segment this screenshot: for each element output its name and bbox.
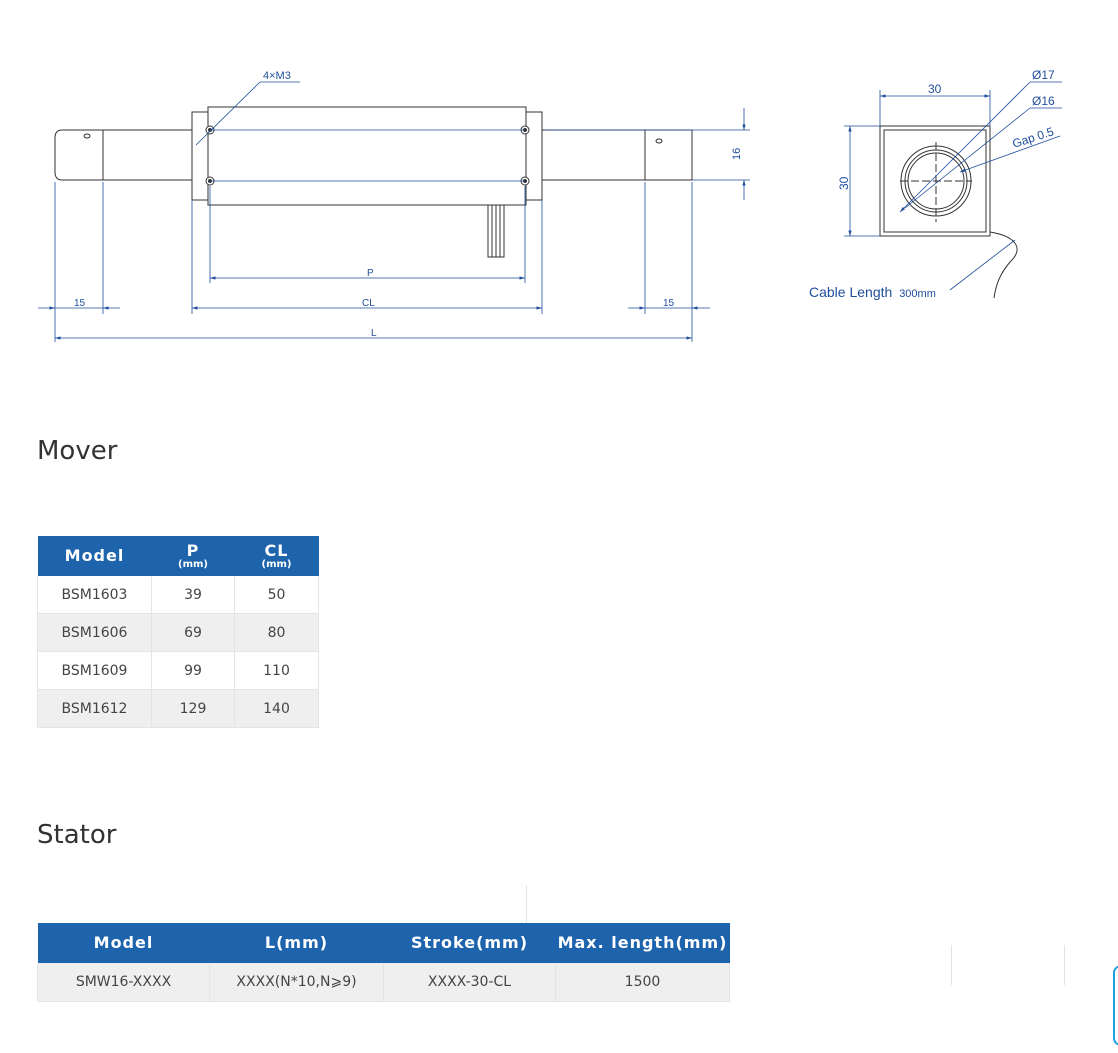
front-view-dimensions [844, 81, 1062, 291]
mover-cell-model: BSM1603 [37, 576, 152, 614]
table-row: BSM1609 99 110 [37, 651, 319, 690]
mover-cell-cl: 140 [234, 689, 319, 728]
mover-col-cl: CL(mm) [234, 536, 319, 576]
dia-17-label: Ø17 [1032, 68, 1055, 82]
height-16-label: 16 [731, 148, 743, 160]
stator-table: Model L(mm) Stroke(mm) Max. length(mm) S… [37, 923, 730, 1002]
mover-col-cl-label: CL [264, 540, 289, 560]
side-widget-tab[interactable] [1113, 965, 1118, 1046]
table-row: BSM1606 69 80 [37, 613, 319, 652]
dimension-drawing: 4×M3 16 P CL L 15 15 30 30 Ø17 Ø16 [38, 68, 1062, 342]
stator-header-row: Model L(mm) Stroke(mm) Max. length(mm) [37, 923, 730, 963]
mover-cell-p: 39 [151, 576, 235, 614]
cable-length-value: 300mm [899, 288, 936, 300]
stator-title: Stator [37, 820, 117, 850]
end-left-label: 15 [74, 298, 86, 309]
cable-length-text: Cable Length [809, 284, 892, 300]
stator-cell-model: SMW16-XXXX [37, 963, 210, 1002]
mover-col-p-unit: (mm) [178, 558, 208, 570]
holes-label: 4×M3 [263, 70, 291, 82]
mover-cell-p: 69 [151, 613, 235, 652]
stator-col-model: Model [37, 923, 210, 963]
gap-label: Gap 0.5 [1011, 124, 1056, 151]
mover-table: Model P(mm) CL(mm) BSM1603 39 50 BSM1606… [37, 536, 319, 728]
stator-col-l: L(mm) [209, 923, 384, 963]
mover-cell-cl: 50 [234, 576, 319, 614]
mover-cell-cl: 80 [234, 613, 319, 652]
mover-col-p-label: P [186, 540, 200, 560]
width-30-label: 30 [928, 82, 942, 96]
mover-cell-cl: 110 [234, 651, 319, 690]
stator-cell-max-length: 1500 [555, 963, 730, 1002]
stator-cell-l: XXXX(N*10,N⩾9) [209, 963, 384, 1002]
mover-title: Mover [37, 436, 118, 466]
mover-cell-p: 129 [151, 689, 235, 728]
table-row: SMW16-XXXX XXXX(N*10,N⩾9) XXXX-30-CL 150… [37, 963, 730, 1002]
cable-length-label: Cable Length 300mm [809, 284, 936, 300]
p-label: P [367, 268, 374, 279]
mover-col-model: Model [37, 536, 152, 576]
divider-line [526, 885, 527, 923]
mover-col-p: P(mm) [151, 536, 235, 576]
divider-line [1064, 945, 1065, 985]
mover-header-row: Model P(mm) CL(mm) [37, 536, 319, 576]
mover-cell-p: 99 [151, 651, 235, 690]
mover-cell-model: BSM1609 [37, 651, 152, 690]
dia-16-label: Ø16 [1032, 94, 1055, 108]
stator-col-stroke: Stroke(mm) [383, 923, 556, 963]
stator-cell-stroke: XXXX-30-CL [383, 963, 556, 1002]
front-view [879, 125, 1018, 299]
cl-label: CL [362, 298, 375, 309]
mover-cell-model: BSM1606 [37, 613, 152, 652]
mover-cell-model: BSM1612 [37, 689, 152, 728]
stator-col-max-length: Max. length(mm) [555, 923, 730, 963]
l-label: L [371, 328, 377, 339]
shaft-side-view [54, 129, 693, 181]
table-row: BSM1603 39 50 [37, 576, 319, 614]
height-30-label: 30 [837, 176, 851, 190]
mover-col-model-label: Model [64, 546, 125, 565]
table-row: BSM1612 129 140 [37, 689, 319, 728]
mover-col-cl-unit: (mm) [261, 558, 292, 570]
mover-side-view [191, 106, 543, 258]
divider-line [951, 945, 952, 985]
end-right-label: 15 [663, 298, 675, 309]
side-view-dimensions [38, 81, 750, 342]
